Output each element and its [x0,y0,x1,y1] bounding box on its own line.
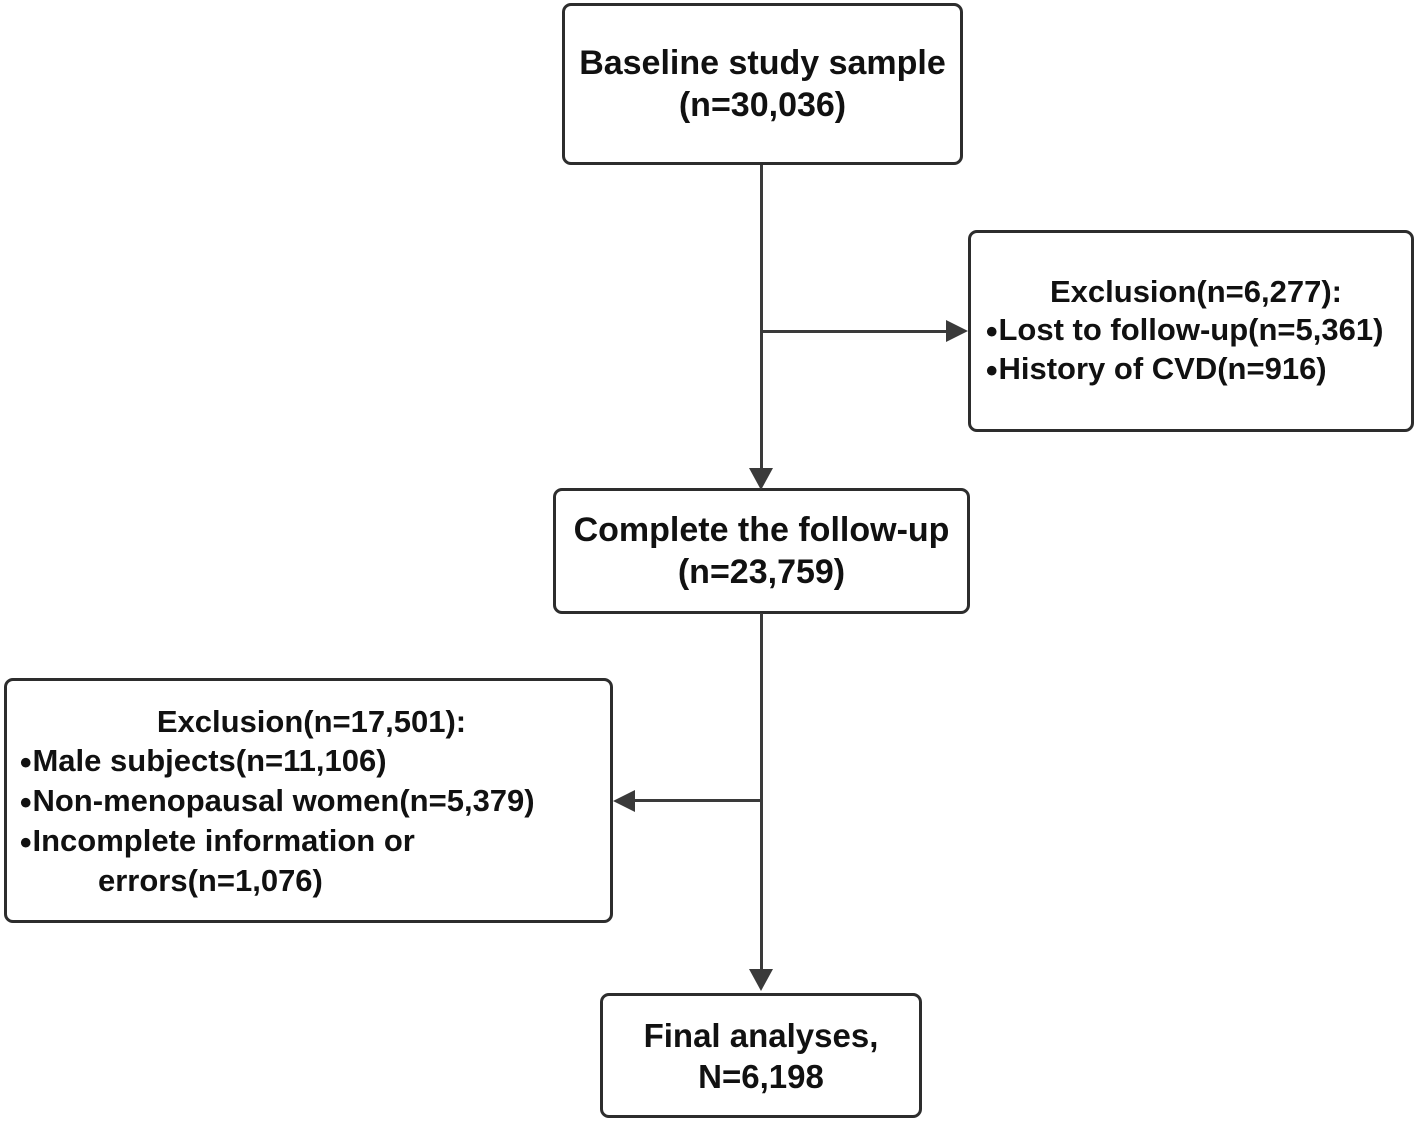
arrowhead-right-icon [946,320,968,342]
arrowhead-down-icon [749,969,773,991]
connector-to-exclusion-left [635,799,763,802]
exclusion-analysis-item-label-wrap: errors(n=1,076) [98,862,323,898]
complete-followup-count: (n=23,759) [677,553,846,591]
arrowhead-down-icon [749,468,773,490]
baseline-sample-count: (n=30,036) [678,86,847,124]
bullet-icon: ● [19,788,33,814]
baseline-sample-box: Baseline study sample (n=30,036) [562,3,963,165]
baseline-sample-label: Baseline study sample [579,44,946,82]
exclusion-analysis-item: ●Male subjects(n=11,106) [19,741,604,781]
connector-followup-to-final [760,613,763,971]
bullet-icon: ● [19,748,33,774]
final-analyses-count: N=6,198 [698,1057,824,1095]
exclusion-analysis-item-label: Incomplete information or [32,822,415,858]
final-analyses-label: Final analyses, [643,1016,879,1054]
arrowhead-left-icon [613,790,635,812]
bullet-icon: ● [19,828,33,854]
exclusion-analysis-item-label: Male subjects(n=11,106) [32,742,387,778]
final-analyses-box: Final analyses, N=6,198 [600,993,922,1118]
exclusion-analysis-item: ●Incomplete information or errors(n=1,076… [19,821,604,900]
exclusion-analysis-box: Exclusion(n=17,501): ●Male subjects(n=11… [4,678,613,923]
connector-baseline-to-followup [760,165,763,470]
exclusion-followup-item-label: History of CVD(n=916) [998,351,1327,386]
exclusion-analysis-item-label: Non-menopausal women(n=5,379) [32,782,535,818]
bullet-icon: ● [985,357,999,382]
exclusion-analysis-title: Exclusion(n=17,501): [156,703,467,739]
exclusion-followup-item-label: Lost to follow-up(n=5,361) [998,312,1384,347]
bullet-icon: ● [985,318,999,343]
complete-followup-label: Complete the follow-up [573,511,950,549]
complete-followup-box: Complete the follow-up (n=23,759) [553,488,970,614]
exclusion-followup-item: ●Lost to follow-up(n=5,361) [985,311,1407,350]
exclusion-followup-box: Exclusion(n=6,277): ●Lost to follow-up(n… [968,230,1414,432]
exclusion-analysis-item: ●Non-menopausal women(n=5,379) [19,781,604,821]
exclusion-followup-item: ●History of CVD(n=916) [985,350,1407,389]
exclusion-followup-title: Exclusion(n=6,277): [1049,274,1343,309]
connector-to-exclusion-right [762,330,948,333]
